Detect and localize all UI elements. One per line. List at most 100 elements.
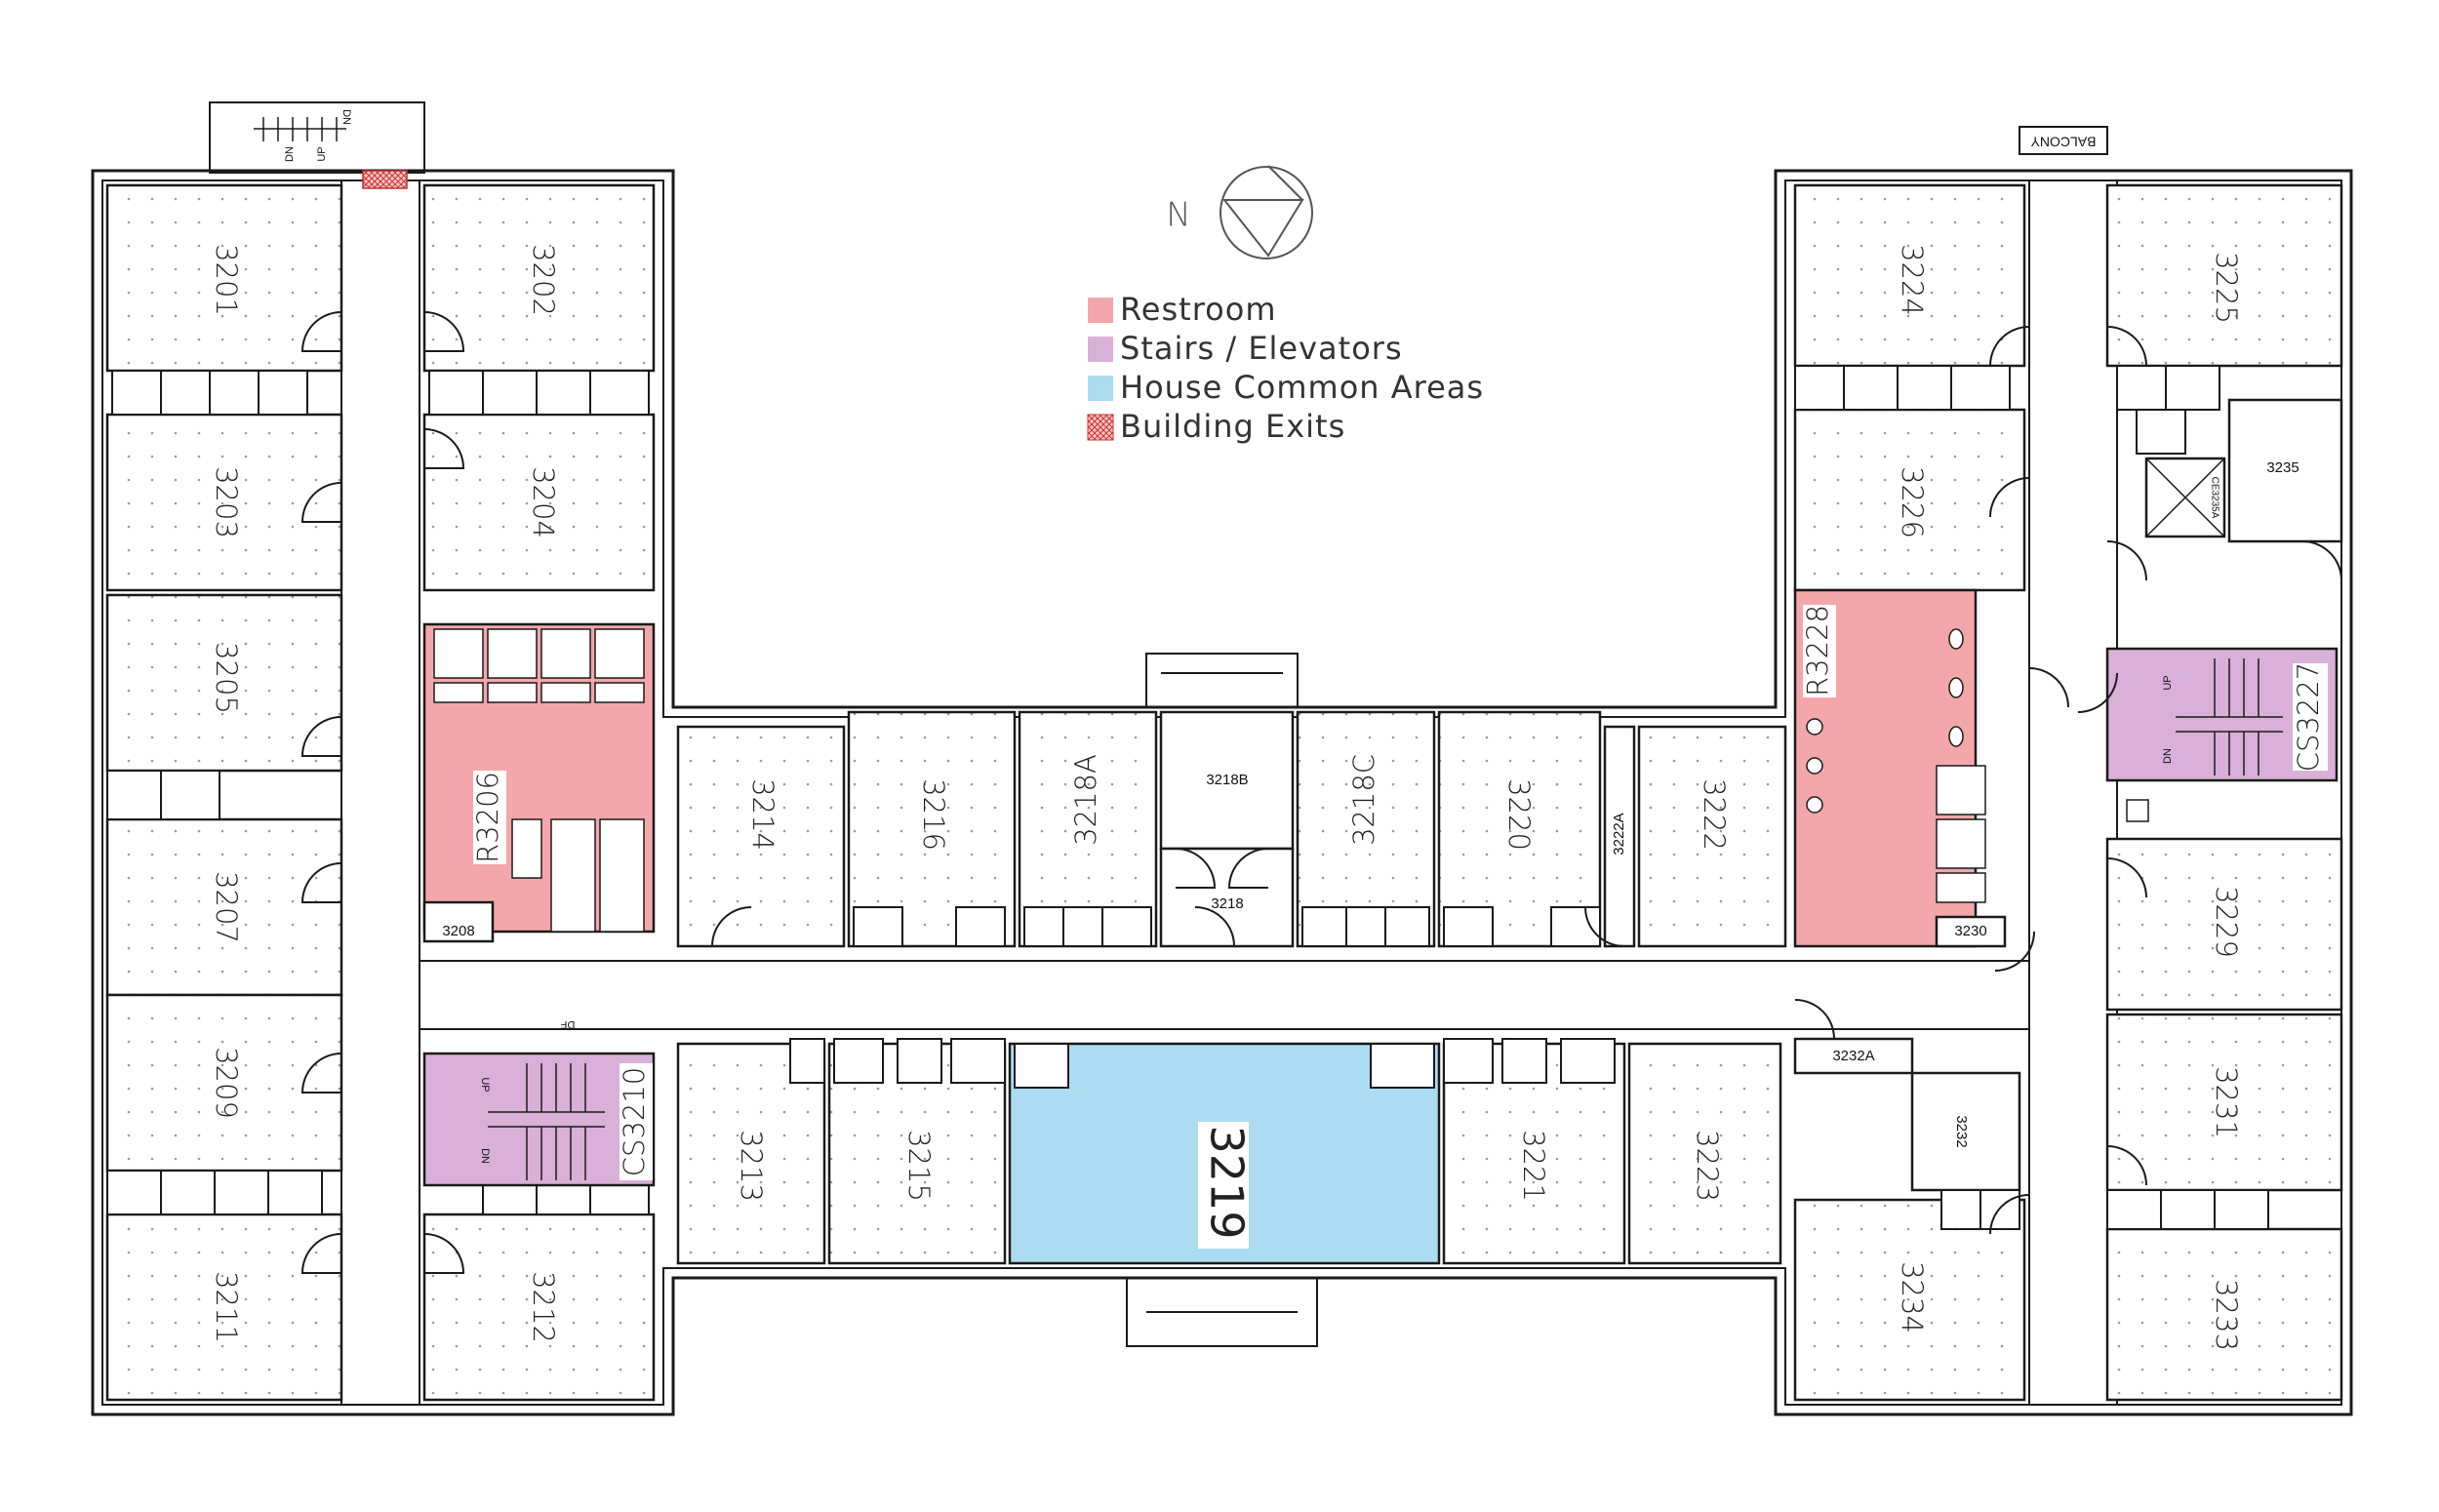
legend: Restroom Stairs / Elevators House Common… bbox=[1087, 291, 1484, 445]
room-3204[interactable] bbox=[422, 413, 656, 592]
df-label: DF bbox=[560, 1018, 575, 1030]
legend-label: Stairs / Elevators bbox=[1120, 330, 1403, 367]
legend-label: Building Exits bbox=[1120, 408, 1345, 445]
label-3220: 3220 bbox=[1502, 778, 1536, 851]
room-3203[interactable] bbox=[105, 413, 343, 592]
room-3218[interactable] bbox=[1159, 847, 1295, 948]
label-3213: 3213 bbox=[735, 1130, 768, 1202]
dn-label: DN bbox=[284, 146, 296, 162]
legend-swatch-restroom bbox=[1088, 298, 1113, 323]
room-3235[interactable] bbox=[2227, 398, 2343, 543]
legend-swatch-exits bbox=[1087, 414, 1114, 441]
stair-treads-cs3227 bbox=[2176, 658, 2283, 776]
legend-swatch-stairs bbox=[1088, 337, 1113, 362]
label-3211: 3211 bbox=[210, 1271, 243, 1343]
room-3224[interactable] bbox=[1793, 183, 2026, 368]
fixtures-r3228 bbox=[1806, 628, 1986, 903]
stair-tower-top bbox=[254, 117, 346, 141]
label-3226: 3226 bbox=[1896, 466, 1929, 538]
label-r3206: R3206 bbox=[471, 772, 504, 863]
room-3234[interactable] bbox=[1793, 1198, 2026, 1402]
building-exit[interactable] bbox=[362, 170, 408, 189]
label-3218a: 3218A bbox=[1069, 754, 1102, 846]
up-label: UP bbox=[479, 1077, 491, 1092]
label-3208: 3208 bbox=[442, 923, 474, 939]
room-3214[interactable] bbox=[676, 725, 846, 948]
exterior-walls bbox=[91, 101, 2353, 1416]
legend-swatch-common bbox=[1088, 376, 1113, 401]
dn-label: DN bbox=[2162, 748, 2174, 764]
label-3232: 3232 bbox=[1953, 1115, 1970, 1147]
room-3209[interactable] bbox=[105, 993, 343, 1173]
label-3223: 3223 bbox=[1691, 1130, 1724, 1202]
room-labels: 3201 3202 3203 3204 3205 R3206 3207 3208… bbox=[210, 244, 2328, 1351]
room-3208[interactable] bbox=[422, 900, 495, 943]
label-3235: 3235 bbox=[2266, 459, 2299, 476]
legend-item-stairs: Stairs / Elevators bbox=[1088, 330, 1403, 367]
label-3203: 3203 bbox=[210, 466, 243, 538]
balcony-label: BALCONY bbox=[2030, 134, 2097, 149]
door-swings bbox=[300, 311, 2342, 1274]
legend-label: Restroom bbox=[1120, 291, 1276, 328]
room-3231[interactable] bbox=[2105, 1013, 2343, 1192]
room-3222a[interactable] bbox=[1603, 725, 1636, 948]
stairs-cs3210[interactable] bbox=[422, 1052, 656, 1187]
label-3222a: 3222A bbox=[1611, 813, 1627, 855]
label-3204: 3204 bbox=[527, 466, 560, 538]
label-3202: 3202 bbox=[527, 244, 560, 316]
room-3201[interactable] bbox=[105, 183, 343, 373]
label-3233: 3233 bbox=[2210, 1279, 2243, 1351]
label-3230: 3230 bbox=[1954, 923, 1986, 939]
room-3223[interactable] bbox=[1627, 1042, 1782, 1265]
north-label: N bbox=[1166, 196, 1190, 235]
label-3224: 3224 bbox=[1896, 244, 1929, 316]
north-compass: N bbox=[1166, 165, 1313, 259]
label-ce3235a: CE3235A bbox=[2209, 477, 2219, 519]
label-3232a: 3232A bbox=[1832, 1048, 1874, 1064]
label-3214: 3214 bbox=[746, 778, 780, 851]
legend-label: House Common Areas bbox=[1120, 369, 1484, 406]
closets-left-top bbox=[106, 370, 650, 1215]
up-label: UP bbox=[316, 146, 328, 161]
legend-item-common: House Common Areas bbox=[1088, 369, 1484, 406]
room-3222[interactable] bbox=[1637, 725, 1787, 948]
dn-label: DN bbox=[479, 1148, 491, 1164]
legend-item-exits: Building Exits bbox=[1087, 408, 1345, 445]
legend-item-restroom: Restroom bbox=[1088, 291, 1276, 328]
room-3205[interactable] bbox=[105, 593, 343, 773]
label-3218c: 3218C bbox=[1347, 754, 1380, 846]
label-3222: 3222 bbox=[1698, 778, 1731, 851]
room-3230[interactable] bbox=[1935, 915, 2007, 948]
room-3233[interactable] bbox=[2105, 1227, 2343, 1402]
label-3218b: 3218B bbox=[1206, 772, 1248, 788]
room-3211[interactable] bbox=[105, 1213, 343, 1402]
label-3215: 3215 bbox=[902, 1130, 936, 1202]
label-3234: 3234 bbox=[1896, 1261, 1929, 1333]
label-3205: 3205 bbox=[210, 642, 243, 714]
showers-r3206 bbox=[433, 628, 645, 933]
room-3229[interactable] bbox=[2105, 837, 2343, 1012]
left-wing bbox=[105, 117, 656, 1402]
label-cs3210: CS3210 bbox=[618, 1067, 651, 1176]
label-3225: 3225 bbox=[2210, 252, 2243, 324]
room-3225[interactable] bbox=[2105, 183, 2343, 368]
dn-label: DN bbox=[340, 109, 352, 125]
label-3209: 3209 bbox=[210, 1047, 243, 1119]
label-3231: 3231 bbox=[2210, 1066, 2243, 1138]
label-3207: 3207 bbox=[210, 871, 243, 943]
label-3229: 3229 bbox=[2210, 886, 2243, 958]
label-cs3227: CS3227 bbox=[2292, 662, 2325, 772]
label-r3228: R3228 bbox=[1801, 605, 1834, 696]
label-3218: 3218 bbox=[1211, 895, 1243, 912]
label-3212: 3212 bbox=[527, 1271, 560, 1343]
label-3221: 3221 bbox=[1517, 1130, 1550, 1202]
label-3219: 3219 bbox=[1201, 1125, 1254, 1239]
up-label: UP bbox=[2162, 675, 2174, 690]
label-3216: 3216 bbox=[917, 778, 950, 851]
annotations: BALCONY DF UP DN UP DN DN DN UP bbox=[284, 109, 2174, 1164]
stair-treads-cs3210 bbox=[488, 1063, 605, 1180]
room-3226[interactable] bbox=[1793, 408, 2026, 592]
room-3218b[interactable] bbox=[1159, 710, 1295, 851]
room-3232a[interactable] bbox=[1793, 1037, 1914, 1075]
